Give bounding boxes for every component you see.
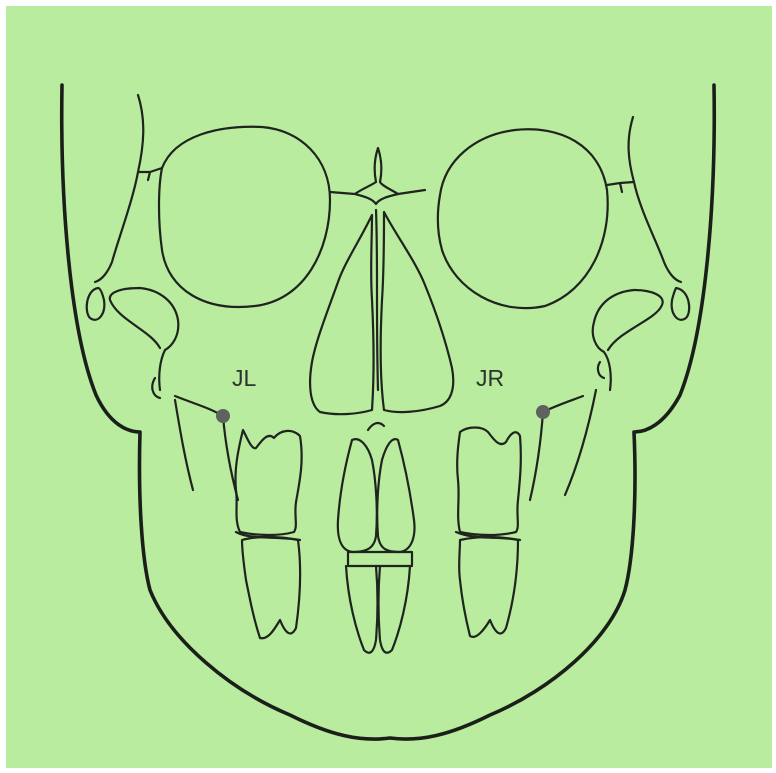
jr-landmark-point (536, 405, 550, 419)
jr-label: JR (476, 365, 504, 391)
jl-landmark-point (216, 409, 230, 423)
diagram-background (6, 6, 772, 768)
jl-label: JL (232, 365, 257, 391)
